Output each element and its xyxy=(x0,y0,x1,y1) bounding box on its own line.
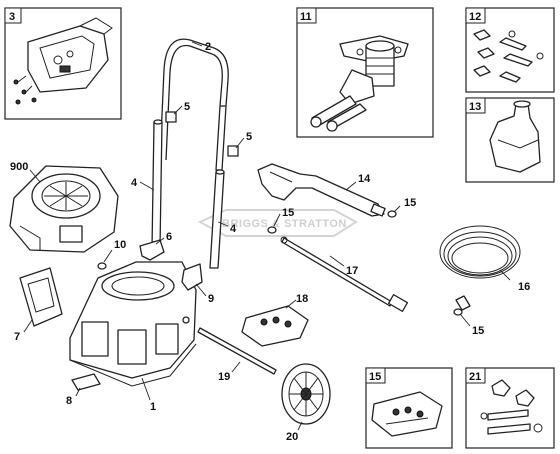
inset-box-11: 11 xyxy=(296,7,434,138)
lower-handle-tubes xyxy=(151,119,225,269)
callout-19: 19 xyxy=(218,371,230,383)
high-pressure-hose xyxy=(439,225,521,311)
inset-box-number: 21 xyxy=(469,371,481,383)
callout-18: 18 xyxy=(296,293,308,305)
foot-8 xyxy=(71,373,101,391)
callout-4-right: 4 xyxy=(230,223,237,235)
hardware-drawing xyxy=(473,29,544,83)
main-frame xyxy=(69,261,197,387)
upper-handle xyxy=(159,38,229,171)
bracket-6 xyxy=(139,239,165,261)
wheel xyxy=(281,363,331,425)
spray-gun xyxy=(257,163,386,217)
o-ring-15-gun xyxy=(387,210,397,218)
callout-2: 2 xyxy=(205,41,211,53)
callout-14: 14 xyxy=(358,173,371,185)
nozzle-card-drawing xyxy=(371,391,443,437)
engine xyxy=(9,165,119,253)
callout-6: 6 xyxy=(166,231,172,243)
bracket-9 xyxy=(181,263,203,291)
control-panel-drawing xyxy=(13,17,113,105)
leader-lines xyxy=(23,41,511,431)
callout-900: 900 xyxy=(10,161,28,173)
inset-box-3: 3 xyxy=(4,7,122,120)
callout-1: 1 xyxy=(150,401,156,413)
o-ring-15-wand xyxy=(267,226,277,234)
inset-box-number: 13 xyxy=(469,101,481,113)
handle-caps xyxy=(165,111,239,157)
side-bracket-7 xyxy=(19,267,63,327)
inset-box-number: 3 xyxy=(9,11,15,23)
callout-15-gun: 15 xyxy=(404,197,416,209)
callout-labels: 900 1 2 4 4 5 5 6 7 8 9 10 14 15 15 15 1… xyxy=(10,41,530,443)
inset-box-number: 11 xyxy=(300,11,312,23)
callout-15-hose: 15 xyxy=(472,325,484,337)
watermark: BRIGGS & STRATTON xyxy=(197,209,358,237)
inset-box-number: 12 xyxy=(469,11,481,23)
knob-hardware-drawing xyxy=(480,379,543,435)
o-ring-15-hose xyxy=(453,308,463,316)
inset-box-12: 12 xyxy=(465,7,555,93)
oil-bottle-drawing xyxy=(489,100,541,173)
inset-box-15: 15 xyxy=(365,367,453,449)
spray-wand xyxy=(280,236,409,312)
callout-5-left: 5 xyxy=(184,101,190,113)
callout-7: 7 xyxy=(14,331,20,343)
callout-10: 10 xyxy=(114,239,126,251)
o-ring-10 xyxy=(97,262,107,270)
pump-drawing xyxy=(310,35,409,132)
callout-15-wand: 15 xyxy=(282,207,294,219)
watermark-text: BRIGGS & STRATTON xyxy=(222,218,347,230)
callout-17: 17 xyxy=(346,265,358,277)
callout-20: 20 xyxy=(286,431,298,443)
inset-box-number: 15 xyxy=(369,371,381,383)
callout-4-left: 4 xyxy=(131,177,138,189)
callout-9: 9 xyxy=(208,293,214,305)
callout-8: 8 xyxy=(66,395,72,407)
callout-5-right: 5 xyxy=(246,131,252,143)
inset-box-21: 21 xyxy=(465,367,555,449)
axle xyxy=(197,327,277,375)
callout-16: 16 xyxy=(518,281,530,293)
nozzle-holder xyxy=(241,305,309,347)
inset-box-13: 13 xyxy=(465,97,555,183)
